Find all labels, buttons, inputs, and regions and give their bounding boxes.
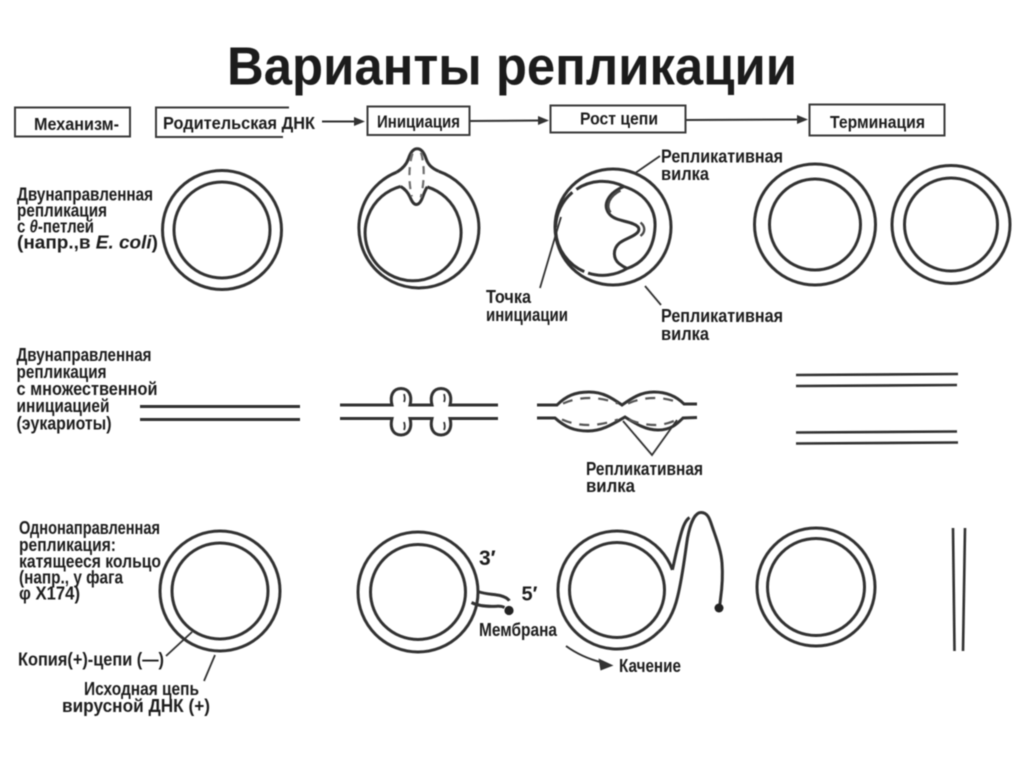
svg-text:Механизм-: Механизм-: [34, 114, 119, 134]
svg-text:Родительская ДНК: Родительская ДНК: [163, 113, 315, 133]
svg-text:Терминация: Терминация: [830, 112, 925, 132]
svg-text:Точка: Точка: [486, 287, 532, 307]
svg-text:Мембрана: Мембрана: [479, 620, 558, 640]
svg-text:Рост цепи: Рост цепи: [580, 109, 658, 129]
svg-text:инициации: инициации: [486, 305, 568, 325]
svg-text:вирусной ДНК (+): вирусной ДНК (+): [62, 696, 210, 716]
svg-text:Двунаправленная: Двунаправленная: [17, 185, 153, 205]
svg-text:Репликативная: Репликативная: [661, 306, 783, 326]
svg-text:(напр., у фага: (напр., у фага: [19, 568, 124, 588]
svg-text:(эукариоты): (эукариоты): [17, 414, 112, 434]
svg-text:Репликативная: Репликативная: [586, 459, 703, 479]
svg-text:Исходная цепь: Исходная цепь: [84, 679, 199, 699]
svg-text:Репликативная: Репликативная: [661, 147, 783, 167]
svg-text:Двунаправленная: Двунаправленная: [17, 345, 152, 365]
svg-text:Инициация: Инициация: [377, 112, 460, 132]
svg-text:3′: 3′: [479, 547, 496, 570]
svg-text:Качение: Качение: [619, 656, 681, 676]
svg-text:вилка: вилка: [661, 164, 710, 184]
svg-text:Варианты репликации: Варианты репликации: [227, 37, 797, 97]
svg-text:с множественной: с множественной: [17, 379, 158, 399]
svg-text:репликация: репликация: [17, 362, 107, 382]
svg-text:Однонаправленная: Однонаправленная: [19, 518, 160, 538]
svg-text:репликация:: репликация:: [19, 535, 116, 555]
svg-text:вилка: вилка: [661, 324, 710, 344]
svg-text:репликация: репликация: [17, 201, 107, 221]
svg-text:с θ-петлей: с θ-петлей: [17, 217, 94, 237]
svg-text:(напр.,в E. coli): (напр.,в E. coli): [17, 233, 158, 253]
svg-text:инициацией: инициацией: [17, 396, 110, 416]
svg-text:вилка: вилка: [586, 476, 636, 496]
svg-text:φ X174): φ X174): [19, 584, 80, 604]
svg-text:катящееся кольцо: катящееся кольцо: [19, 552, 161, 572]
svg-text:Копия(+)-цепи (—): Копия(+)-цепи (—): [18, 650, 164, 670]
svg-text:5′: 5′: [522, 584, 538, 606]
